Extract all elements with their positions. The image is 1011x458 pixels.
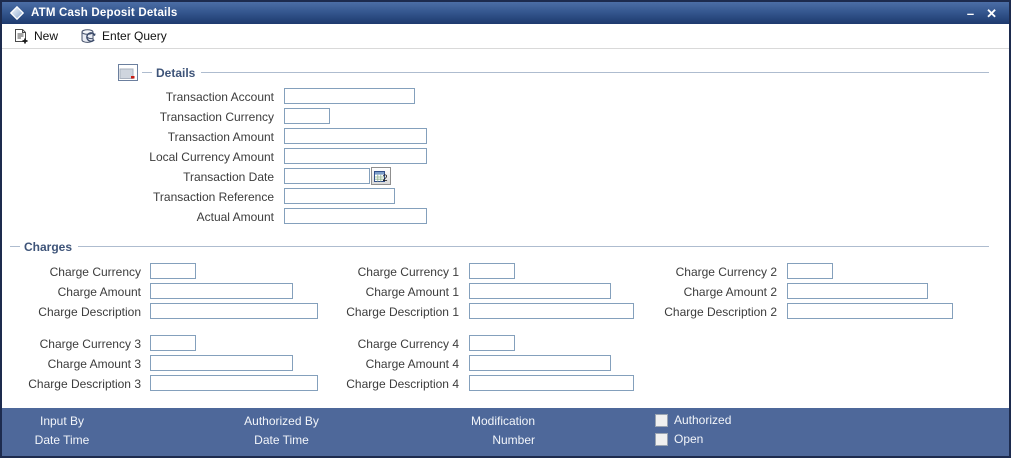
charge-description-4-input[interactable]	[469, 375, 634, 391]
charge-description-2-label: Charge Description 2	[664, 305, 777, 319]
audit-footer: Input By Date Time Authorized By Date Ti…	[2, 408, 1009, 456]
authorized-checkbox[interactable]	[655, 413, 668, 427]
charge-currency-1-label: Charge Currency 1	[357, 265, 459, 279]
charge-currency-1-input[interactable]	[469, 263, 515, 279]
toolbar: New Enter Query	[2, 24, 1009, 49]
charge-currency-input[interactable]	[150, 263, 196, 279]
details-section-title: Details	[156, 65, 196, 80]
charge-currency-4-input[interactable]	[469, 335, 515, 351]
auth-date-time-label: Date Time	[254, 433, 309, 447]
charges-section-header: Charges	[10, 238, 989, 255]
charge-amount-1-input[interactable]	[469, 283, 611, 299]
transaction-account-label: Transaction Account	[165, 90, 274, 104]
calendar-badge: 2	[382, 173, 388, 183]
charge-description-label: Charge Description	[38, 305, 141, 319]
charge-currency-3-label: Charge Currency 3	[39, 337, 141, 351]
charge-description-input[interactable]	[150, 303, 318, 319]
window-title: ATM Cash Deposit Details	[31, 7, 178, 19]
authorized-checkbox-row: Authorized	[655, 413, 731, 427]
enter-query-button[interactable]: Enter Query	[80, 28, 167, 44]
authorized-checkbox-label: Authorized	[674, 413, 732, 427]
authorized-by-label: Authorized By	[244, 414, 319, 428]
charges-section-title: Charges	[24, 239, 73, 254]
database-query-icon	[80, 28, 97, 44]
charge-amount-3-input[interactable]	[150, 355, 293, 371]
window-controls: – ✕	[967, 7, 1009, 20]
charge-currency-2-input[interactable]	[787, 263, 833, 279]
new-document-icon	[13, 28, 29, 44]
open-checkbox[interactable]	[655, 432, 668, 446]
new-button-label: New	[34, 29, 59, 43]
input-by-label: Input By	[39, 414, 85, 428]
transaction-reference-label: Transaction Reference	[153, 190, 274, 204]
charge-description-4-label: Charge Description 4	[346, 377, 459, 391]
charge-description-3-input[interactable]	[150, 375, 318, 391]
open-checkbox-label: Open	[674, 432, 704, 446]
minimize-button[interactable]: –	[966, 5, 975, 21]
charge-currency-3-input[interactable]	[150, 335, 196, 351]
charge-amount-4-label: Charge Amount 4	[365, 357, 459, 371]
calendar-icon	[374, 170, 386, 182]
charge-description-1-label: Charge Description 1	[346, 305, 459, 319]
transaction-amount-label: Transaction Amount	[167, 130, 274, 144]
charge-description-1-input[interactable]	[469, 303, 634, 319]
title-bar: ATM Cash Deposit Details – ✕	[2, 2, 1009, 24]
charge-amount-1-label: Charge Amount 1	[365, 285, 459, 299]
modification-number-label: Number	[492, 433, 535, 447]
charge-amount-2-input[interactable]	[787, 283, 928, 299]
diamond-icon	[10, 6, 24, 20]
close-button[interactable]: ✕	[986, 5, 997, 21]
transaction-currency-label: Transaction Currency	[159, 110, 274, 124]
charge-description-2-input[interactable]	[787, 303, 953, 319]
modification-number-block: Modification Number	[435, 412, 535, 450]
transaction-account-input[interactable]	[284, 88, 415, 104]
input-date-time-label: Date Time	[34, 433, 90, 447]
charge-amount-label: Charge Amount	[57, 285, 141, 299]
details-section-header: Details	[118, 64, 989, 81]
charge-description-3-label: Charge Description 3	[28, 377, 141, 391]
modification-label: Modification	[470, 414, 535, 428]
charge-currency-label: Charge Currency	[49, 265, 141, 279]
details-form-icon	[118, 64, 138, 81]
charge-currency-4-label: Charge Currency 4	[357, 337, 459, 351]
charge-amount-4-input[interactable]	[469, 355, 611, 371]
charge-currency-2-label: Charge Currency 2	[675, 265, 777, 279]
charge-amount-2-label: Charge Amount 2	[683, 285, 777, 299]
enter-query-button-label: Enter Query	[102, 29, 167, 43]
calendar-button[interactable]: 2	[371, 167, 391, 185]
open-checkbox-row: Open	[655, 432, 703, 446]
input-by-block: Input By Date Time	[16, 412, 108, 450]
actual-amount-input[interactable]	[284, 208, 427, 224]
local-currency-amount-input[interactable]	[284, 148, 427, 164]
local-currency-amount-label: Local Currency Amount	[149, 150, 274, 164]
actual-amount-label: Actual Amount	[196, 210, 274, 224]
new-button[interactable]: New	[13, 28, 58, 44]
transaction-amount-input[interactable]	[284, 128, 427, 144]
charge-amount-3-label: Charge Amount 3	[47, 357, 141, 371]
transaction-date-label: Transaction Date	[183, 170, 274, 184]
charge-amount-input[interactable]	[150, 283, 293, 299]
transaction-reference-input[interactable]	[284, 188, 395, 204]
transaction-date-input[interactable]	[284, 168, 370, 184]
transaction-currency-input[interactable]	[284, 108, 330, 124]
authorized-by-block: Authorized By Date Time	[229, 412, 334, 450]
